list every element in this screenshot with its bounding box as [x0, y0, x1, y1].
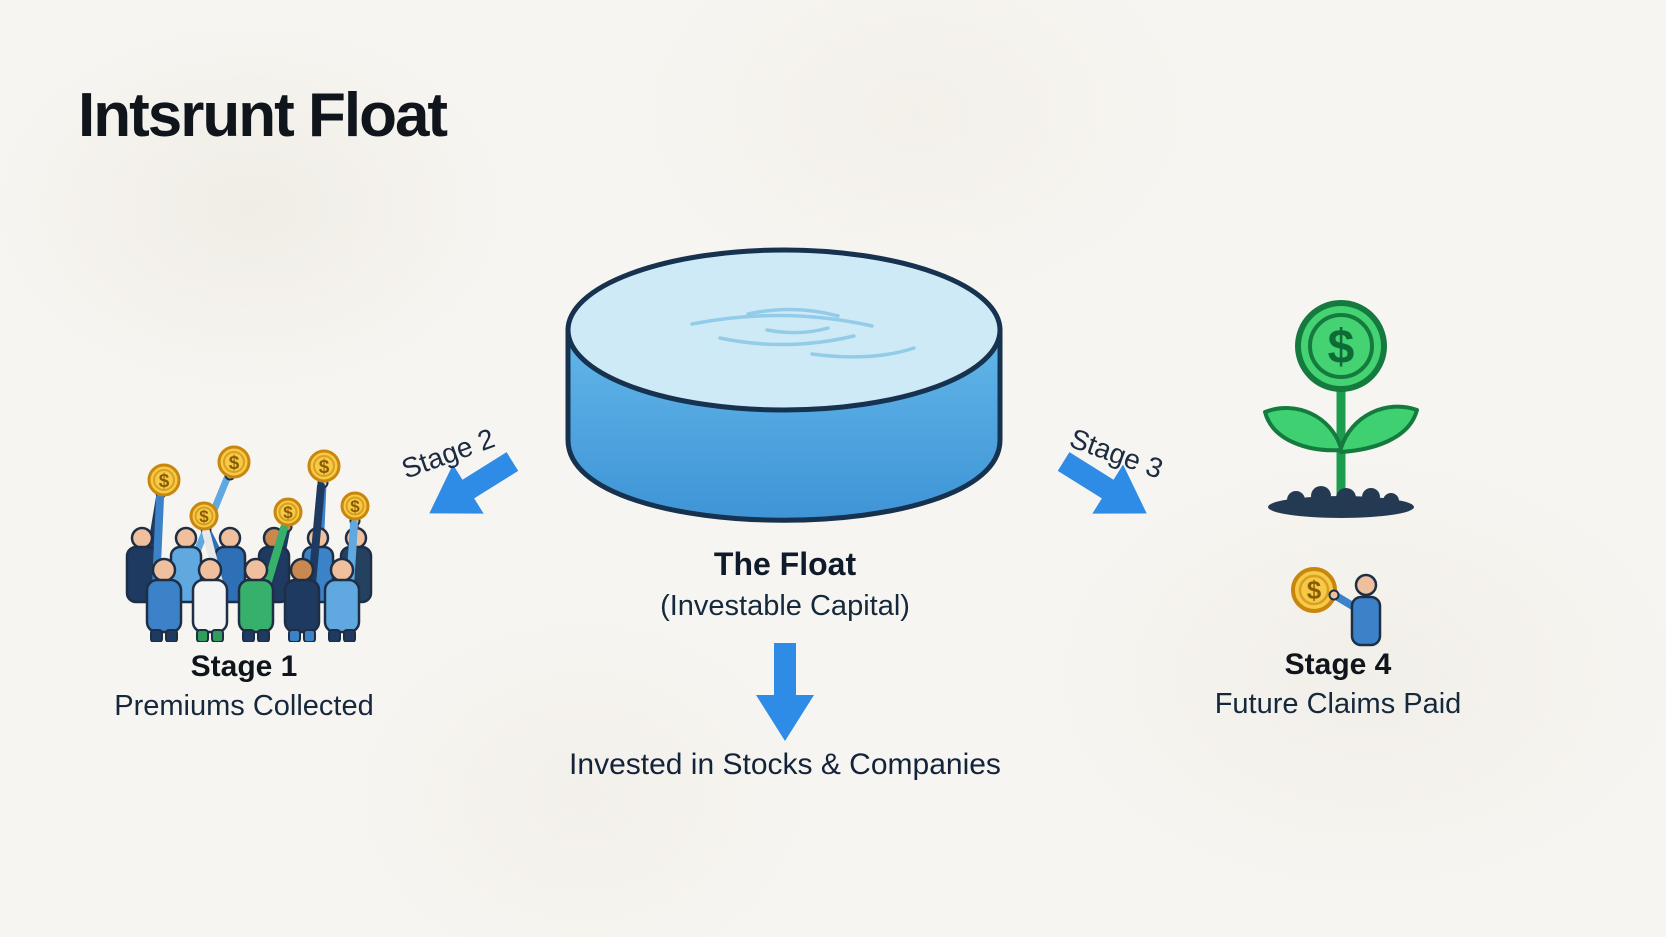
svg-text:$: $	[1307, 575, 1322, 605]
dollar-coin-plant-icon: $	[1295, 300, 1387, 392]
float-label: The Float	[713, 546, 857, 582]
stage4-caption: Future Claims Paid	[1214, 688, 1462, 720]
claims-paid-illustration: $	[1291, 567, 1382, 647]
water-ripples-icon	[690, 307, 916, 359]
svg-text:$: $	[319, 457, 330, 478]
coins-group: $ $ $ $ $	[147, 445, 370, 531]
coin-icon: $	[217, 445, 251, 479]
svg-text:$: $	[283, 503, 293, 522]
coin-icon: $	[1291, 567, 1337, 613]
svg-text:$: $	[199, 507, 209, 526]
pool-water-surface	[565, 247, 1003, 413]
plant-leaf-left	[1263, 406, 1343, 453]
svg-text:$: $	[229, 453, 240, 474]
svg-text:$: $	[1328, 321, 1355, 374]
money-plant-illustration: $	[1263, 300, 1419, 518]
crowd-front-row	[145, 482, 361, 642]
coin-icon: $	[340, 491, 370, 521]
svg-text:$: $	[350, 497, 360, 516]
crowd-premiums-illustration: $ $ $ $ $	[125, 445, 373, 642]
page-title: Intsrunt Float	[78, 81, 448, 150]
float-sublabel: (Investable Capital)	[660, 590, 910, 622]
coin-icon: $	[147, 463, 181, 497]
coin-icon: $	[273, 497, 303, 527]
coin-icon: $	[189, 501, 219, 531]
svg-text:$: $	[159, 471, 170, 492]
soil-mound	[1268, 486, 1414, 518]
plant-leaf-right	[1339, 404, 1419, 454]
stage1-heading: Stage 1	[190, 650, 298, 683]
float-pool-illustration	[565, 247, 1003, 523]
invested-caption: Invested in Stocks & Companies	[569, 748, 1001, 781]
arrow-stage2-icon	[429, 452, 519, 514]
claims-person	[1328, 573, 1382, 647]
stage1-caption: Premiums Collected	[114, 690, 374, 722]
arrow-down-icon	[756, 643, 814, 741]
stage4-heading: Stage 4	[1284, 648, 1392, 681]
arrow-stage3-icon	[1057, 452, 1147, 514]
coin-icon: $	[307, 449, 341, 483]
